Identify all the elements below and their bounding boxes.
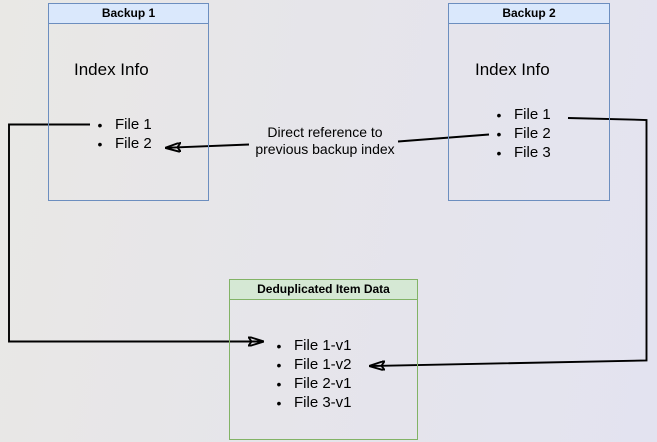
list-item: • File 1 xyxy=(494,105,551,124)
bullet-icon: • xyxy=(496,144,502,161)
bullet-icon: • xyxy=(97,116,103,133)
backup2-box: Backup 2 xyxy=(448,3,610,201)
backup2-title: Backup 2 xyxy=(449,4,609,24)
list-item: • File 2 xyxy=(494,124,551,143)
bullet-icon: • xyxy=(276,356,282,373)
dedup-title: Deduplicated Item Data xyxy=(230,280,417,300)
backup1-file-list: • File 1 • File 2 xyxy=(95,115,152,153)
annotation-line1: Direct reference to xyxy=(267,124,383,140)
list-item: • File 1 xyxy=(95,115,152,134)
list-item: • File 3-v1 xyxy=(274,393,352,412)
list-item: • File 3 xyxy=(494,143,551,162)
bullet-icon: • xyxy=(276,394,282,411)
file-label: File 1 xyxy=(514,106,551,123)
deduplicated-item-data-box: Deduplicated Item Data xyxy=(229,279,418,440)
backup1-index-info-label: Index Info xyxy=(74,60,149,79)
file-label: File 1-v2 xyxy=(294,356,352,373)
bullet-icon: • xyxy=(276,375,282,392)
file-label: File 2 xyxy=(115,135,152,152)
backup2-file-list: • File 1 • File 2 • File 3 xyxy=(494,105,551,162)
file-label: File 1-v1 xyxy=(294,337,352,354)
backup2-index-info-label: Index Info xyxy=(475,60,550,79)
list-item: • File 1-v2 xyxy=(274,355,352,374)
backup1-title: Backup 1 xyxy=(49,4,208,24)
bullet-icon: • xyxy=(496,125,502,142)
dedup-file-list: • File 1-v1 • File 1-v2 • File 2-v1 • Fi… xyxy=(274,336,352,412)
list-item: • File 2 xyxy=(95,134,152,153)
backup1-box: Backup 1 xyxy=(48,3,209,201)
file-label: File 1 xyxy=(115,116,152,133)
bullet-icon: • xyxy=(97,135,103,152)
file-label: File 3-v1 xyxy=(294,394,352,411)
file-label: File 2 xyxy=(514,125,551,142)
direct-reference-annotation: Direct reference to previous backup inde… xyxy=(239,124,411,158)
annotation-line2: previous backup index xyxy=(255,141,395,157)
list-item: • File 2-v1 xyxy=(274,374,352,393)
file-label: File 3 xyxy=(514,144,551,161)
bullet-icon: • xyxy=(496,106,502,123)
list-item: • File 1-v1 xyxy=(274,336,352,355)
bullet-icon: • xyxy=(276,337,282,354)
file-label: File 2-v1 xyxy=(294,375,352,392)
